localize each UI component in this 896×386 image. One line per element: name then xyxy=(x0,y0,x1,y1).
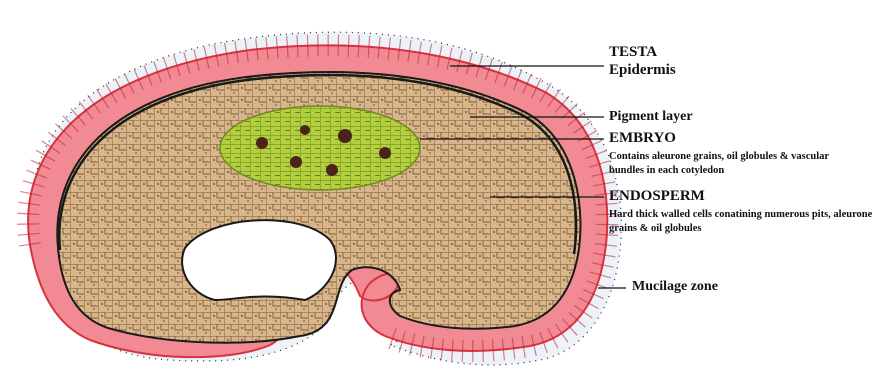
label-embryo-desc: Contains aleurone grains, oil globules &… xyxy=(609,150,839,178)
label-epidermis: Epidermis xyxy=(609,62,676,79)
label-mucilage-zone: Mucilage zone xyxy=(632,279,718,295)
label-embryo: EMBRYO xyxy=(609,130,676,147)
label-endosperm-desc: Hard thick walled cells conatining numer… xyxy=(609,208,894,236)
label-pigment-layer: Pigment layer xyxy=(609,109,693,125)
label-endosperm: ENDOSPERM xyxy=(609,188,705,205)
label-testa: TESTA xyxy=(609,44,657,61)
inner-notch xyxy=(182,220,336,300)
embryo xyxy=(220,106,420,190)
